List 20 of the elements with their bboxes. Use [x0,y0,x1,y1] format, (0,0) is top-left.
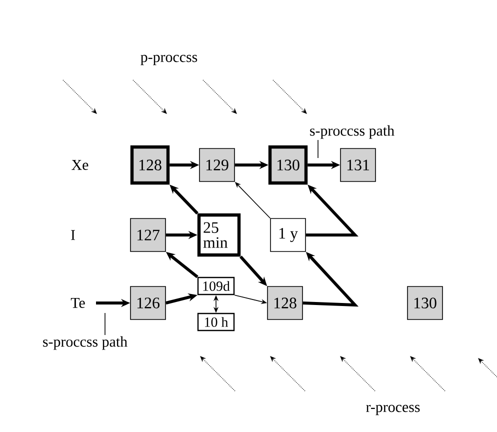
isotope-box: 1 y [270,218,306,252]
isotope-box: 127 [130,218,166,252]
isotope-box: 128 [130,145,170,185]
process-label: s-proccss path [310,125,394,139]
process-label: r-process [366,404,420,416]
isotope-box: 109d [197,276,235,296]
isotope-box: 130 [268,145,308,185]
isotope-box: 129 [199,148,235,182]
isotope-box: 10 h [197,312,235,332]
leader-line [104,312,106,336]
isotope-box: 131 [340,148,376,182]
process-label: s-proccss path [43,336,128,350]
isotope-box: 126 [130,286,166,320]
isotope-box: 128 [267,286,303,320]
element-label: Te [70,298,85,308]
element-label: I [71,230,75,240]
isotope-box: 130 [407,286,443,320]
element-label: Xe [72,160,88,170]
process-label: p-proccss [140,54,198,66]
isotope-box: 25 min [197,213,241,257]
